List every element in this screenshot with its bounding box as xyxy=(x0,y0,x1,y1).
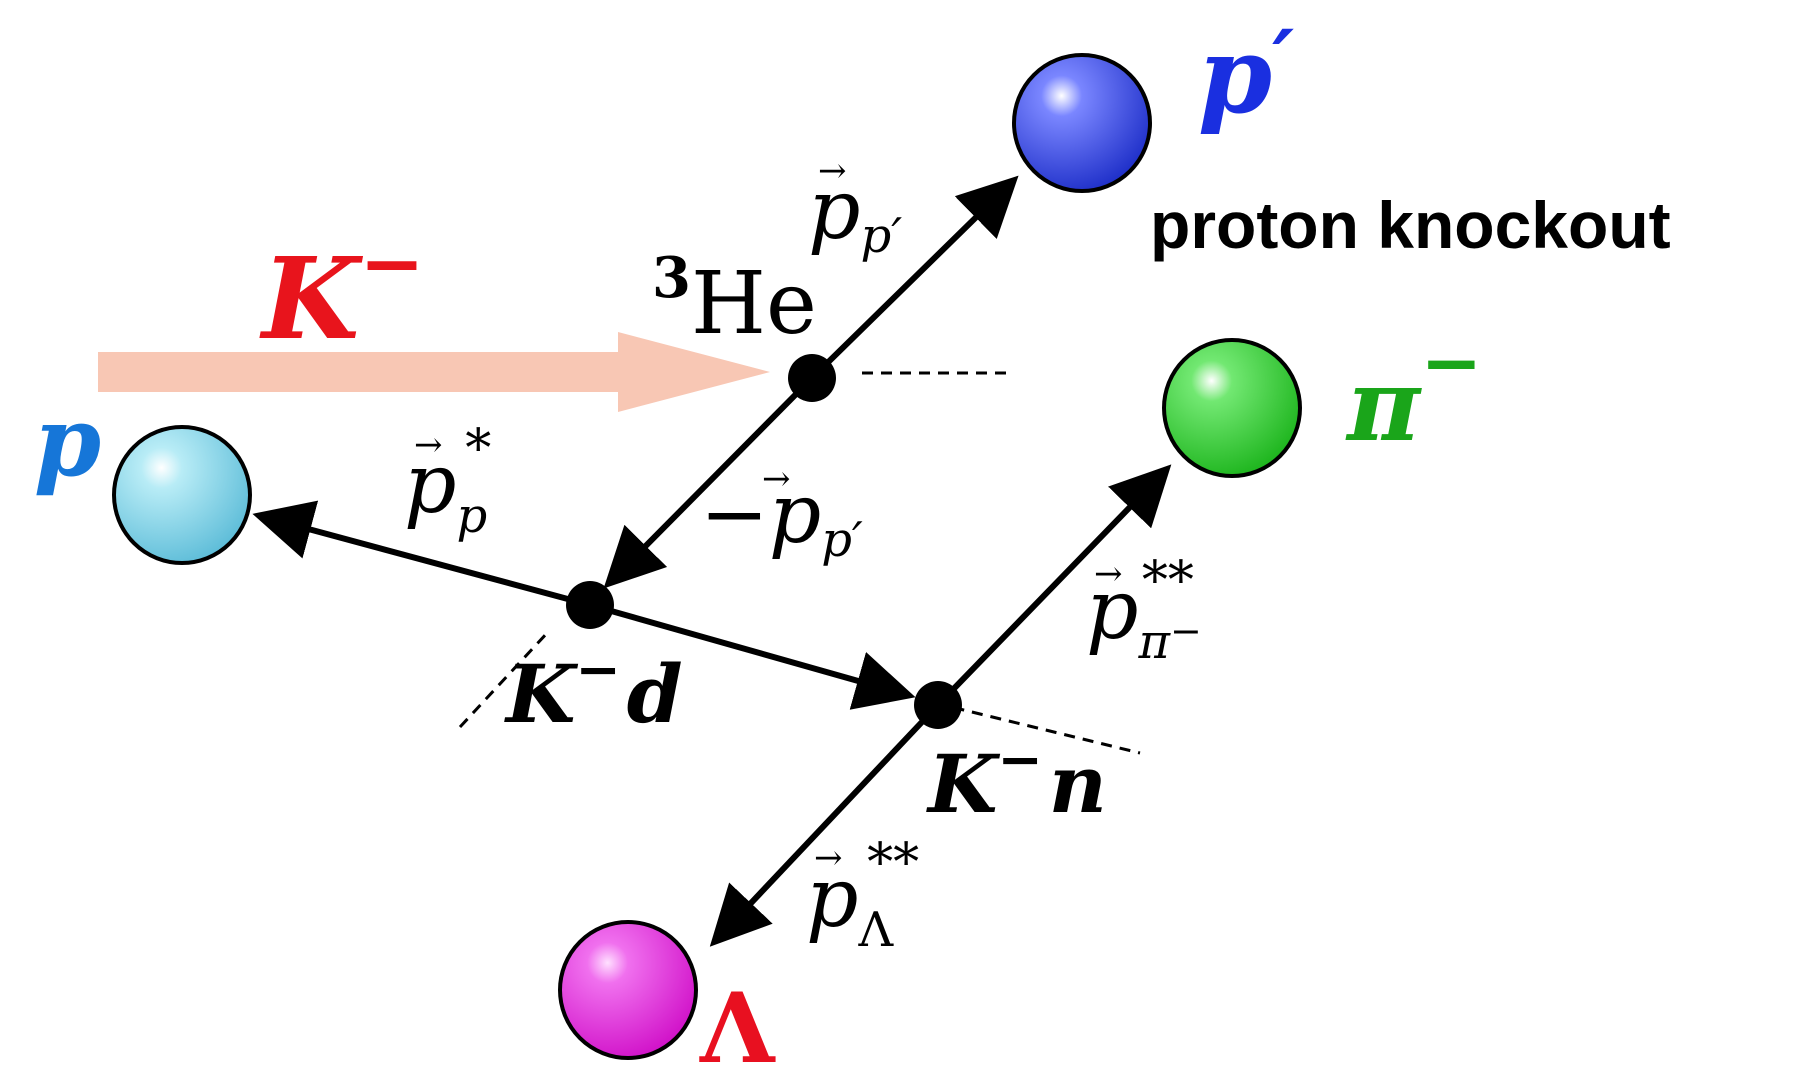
svg-text:pΛ**: pΛ** xyxy=(806,833,919,958)
momentum-label-p-pi: → pπ−** xyxy=(1086,551,1202,670)
momentum-label-p-star: → pp* xyxy=(404,419,491,544)
vertex-label-kd: K−d xyxy=(504,637,683,741)
beam-arrow xyxy=(98,332,770,412)
beam-label: K− xyxy=(259,218,425,365)
momentum-label-p-lambda: → pΛ** xyxy=(806,833,919,958)
target-sup: 3 xyxy=(652,245,691,311)
target-label: 3He xyxy=(652,245,817,354)
target-he: He xyxy=(691,254,817,354)
vertex-kn xyxy=(914,681,962,729)
particle-pi-ball xyxy=(1164,340,1300,476)
particle-p-prime-ball xyxy=(1014,55,1150,191)
caption: proton knockout xyxy=(1150,188,1671,262)
vertex-3he xyxy=(788,354,836,402)
label-pi-minus: π− xyxy=(1345,320,1482,464)
vertex-kd xyxy=(566,581,614,629)
label-lambda: Λ xyxy=(699,972,776,1067)
label-p: p xyxy=(34,385,101,498)
particle-p-ball xyxy=(114,427,250,563)
svg-text:−pp′: −pp′ xyxy=(700,467,863,568)
momentum-label-neg-p-pprime: → −pp′ xyxy=(700,459,863,568)
beam-label-sup: − xyxy=(359,218,424,309)
momentum-label-p-pprime: → pp′ xyxy=(808,151,902,264)
beam-label-k: K xyxy=(259,234,364,365)
svg-text:pp*: pp* xyxy=(404,419,491,544)
particle-lambda-ball xyxy=(560,922,696,1058)
vertex-label-kn: K−n xyxy=(926,727,1107,831)
svg-text:pp′: pp′ xyxy=(808,163,902,264)
svg-text:pπ−**: pπ−** xyxy=(1086,551,1202,670)
label-p-prime: p′ xyxy=(1198,11,1294,137)
